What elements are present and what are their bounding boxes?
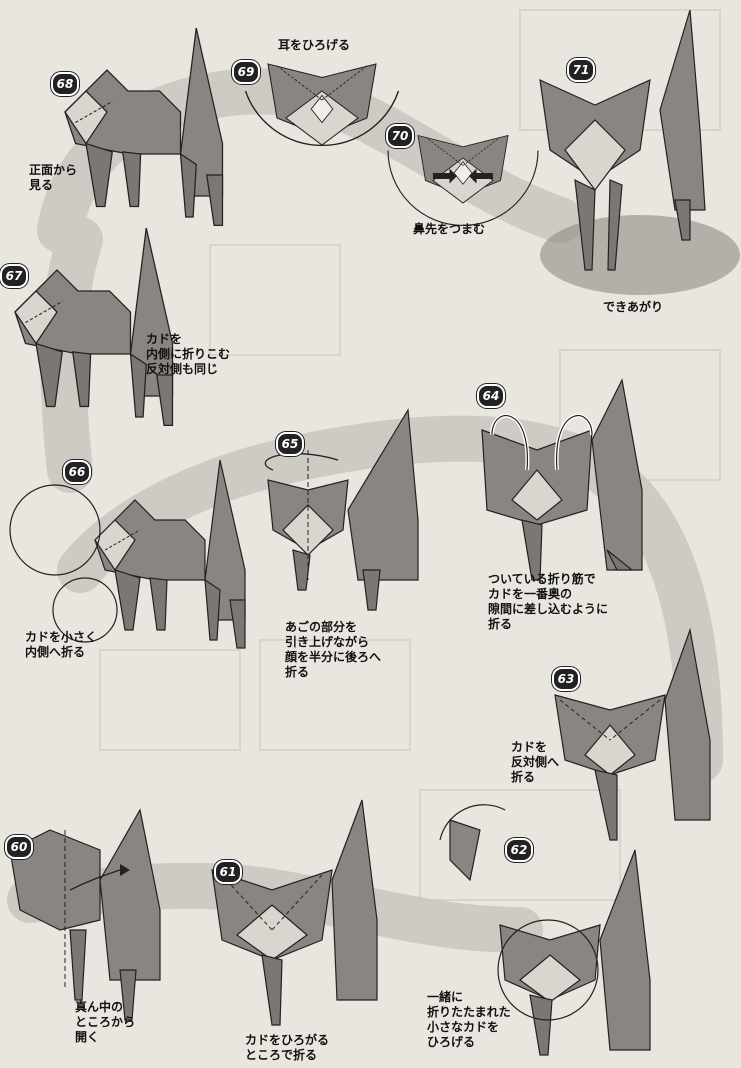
step-badge-69: 69 (232, 60, 260, 84)
step-badge-64: 64 (477, 384, 505, 408)
step-65-figure (264, 408, 419, 611)
step-70-caption: 鼻先をつまむ (413, 222, 486, 236)
step-badge-67: 67 (0, 264, 28, 288)
step-badge-68: 68 (51, 72, 79, 96)
step-64-caption: ついている折り筋で カドを一番奥の 隙間に差し込むように 折る (488, 572, 609, 631)
step-60-caption: 真ん中の ところから 開く (75, 1000, 136, 1044)
step-61-caption: カドをひろがる ところで折る (245, 1033, 330, 1062)
step-62-figure (439, 804, 651, 1056)
step-67-figure (14, 227, 174, 427)
step-badge-60: 60 (5, 835, 33, 859)
step-68-figure (64, 27, 224, 227)
step-62-caption: 一緒に 折りたたまれた 小さなカドを ひろげる (427, 990, 511, 1049)
step-61-figure (211, 799, 378, 1026)
step-badge-70: 70 (386, 124, 414, 148)
step-68-caption: 正面から 見る (29, 163, 78, 192)
step-66-figure (9, 459, 246, 649)
step-70-figure (387, 135, 539, 226)
step-badge-62: 62 (505, 838, 533, 862)
step-63-figure (554, 627, 711, 841)
step-63-caption: カドを 反対側へ 折る (511, 740, 560, 784)
step-71-figure (539, 9, 706, 271)
step-66-caption: カドを小さく 内側へ折る (25, 630, 98, 659)
step-69-figure (244, 63, 400, 146)
step-badge-66: 66 (63, 460, 91, 484)
step-60-figure (9, 808, 161, 1021)
step-badge-71: 71 (567, 58, 595, 82)
step-69-caption: 耳をひろげる (278, 38, 351, 52)
step-71-caption: できあがり (603, 300, 664, 314)
step-65-caption: あごの部分を 引き上げながら 顔を半分に後ろへ 折る (285, 620, 382, 679)
step-badge-61: 61 (214, 860, 242, 884)
step-badge-63: 63 (552, 667, 580, 691)
step-badge-65: 65 (276, 432, 304, 456)
step-67-caption: カドを 内側に折りこむ 反対側も同じ (146, 332, 231, 376)
step-64-figure (481, 378, 643, 581)
